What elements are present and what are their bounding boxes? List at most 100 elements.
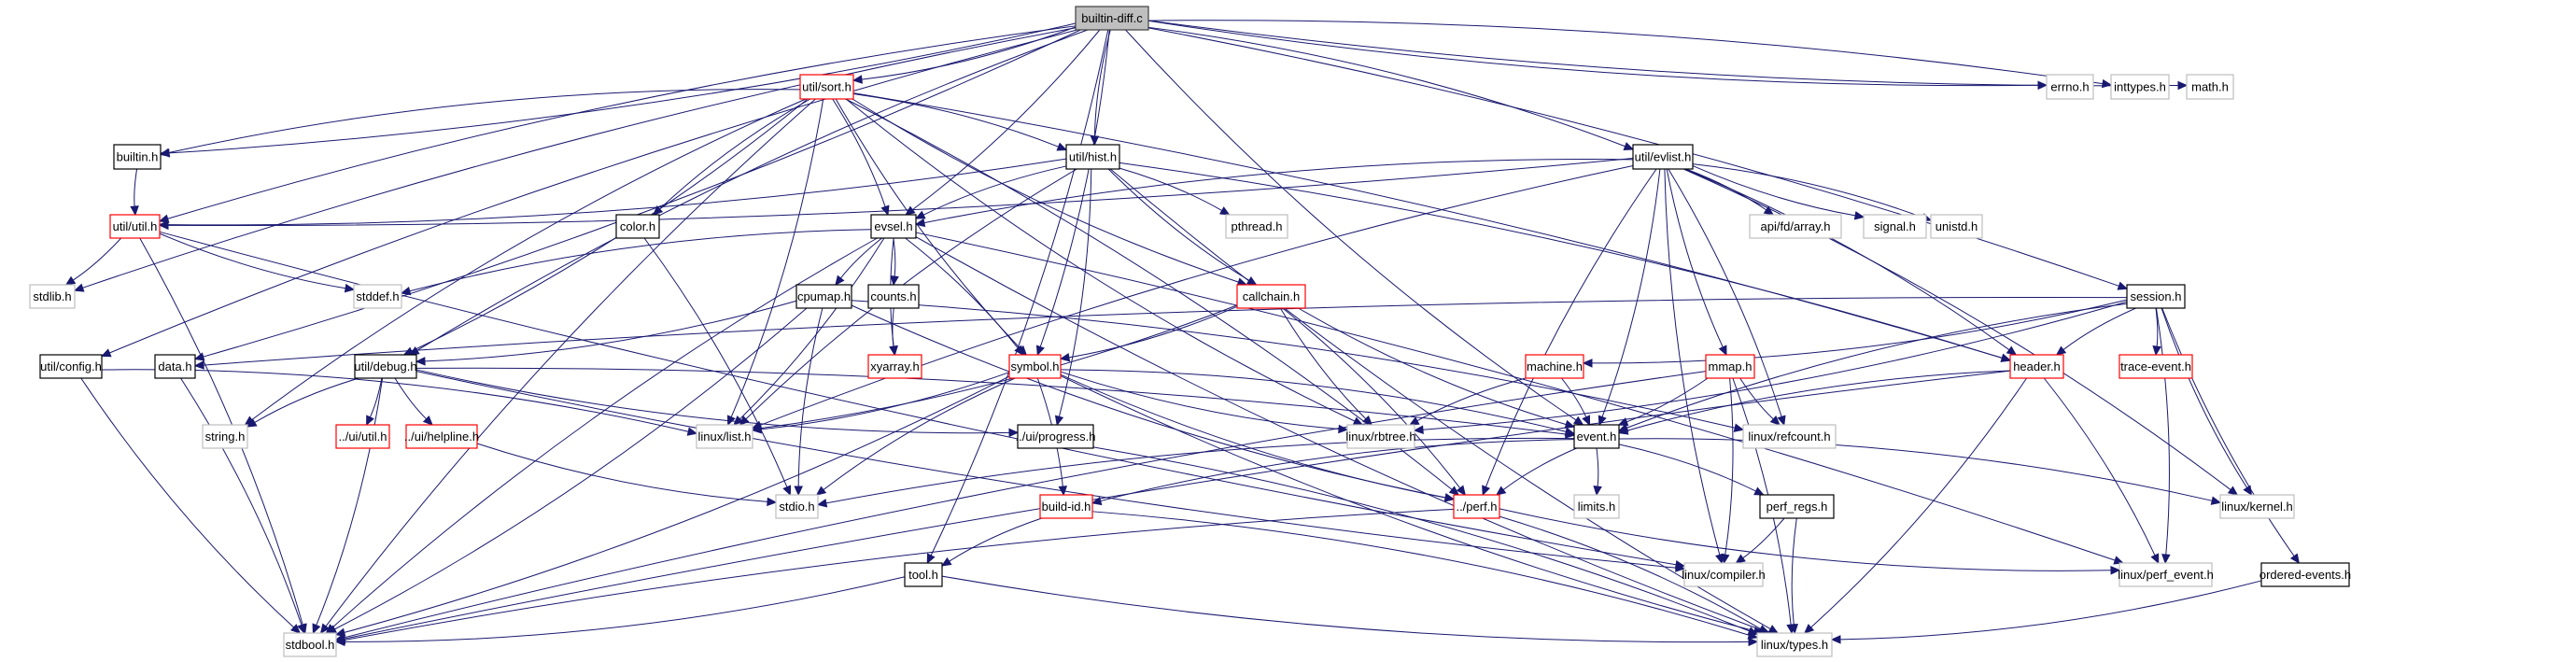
edge-ordered-events-h-to-linux-types-h xyxy=(1830,580,2262,644)
edge-line xyxy=(1666,168,1724,348)
arrowhead-icon xyxy=(400,287,412,296)
edge-evsel-h-to-symbol-h xyxy=(905,237,1024,356)
edge-evsel-h-to-stddef-h xyxy=(400,229,872,296)
node-box xyxy=(1683,562,1764,587)
node-callchain-h[interactable]: callchain.h xyxy=(1236,284,1306,309)
arrowhead-icon xyxy=(2210,496,2222,505)
node-tool-h[interactable]: tool.h xyxy=(904,562,943,587)
edge-event-h-to-limits-h xyxy=(1593,447,1602,497)
edge-line xyxy=(1060,371,1340,430)
node-util-sort-h[interactable]: util/sort.h xyxy=(799,74,854,100)
node-util-evlist-h[interactable]: util/evlist.h xyxy=(1632,144,1694,170)
node-perf-regs-h[interactable]: perf_regs.h xyxy=(1759,494,1835,519)
edge-line xyxy=(832,98,886,207)
node-mmap-h[interactable]: mmap.h xyxy=(1705,354,1755,379)
edge-util-hist-h-to-ui-progress-h xyxy=(1054,168,1092,427)
arrowhead-icon xyxy=(422,415,433,426)
edge-util-evlist-h-to-signal-h xyxy=(1692,165,1865,220)
node-label: errno.h xyxy=(2050,80,2089,94)
edge-util-debug-h-to-ui-progress-h xyxy=(415,369,1020,438)
node-header-h[interactable]: header.h xyxy=(2009,354,2064,379)
node-box xyxy=(1065,144,1120,170)
edge-line xyxy=(1147,20,2104,85)
edge-event-h-to-perf-h xyxy=(1495,447,1577,496)
node-box xyxy=(867,284,920,309)
edge-util-evlist-h-to-evsel-h xyxy=(914,159,1634,228)
edge-builtin-diff-c-to-builtin-h xyxy=(159,22,1077,158)
edge-evsel-h-to-linux-perf-event-h xyxy=(915,232,2125,565)
node-util-hist-h[interactable]: util/hist.h xyxy=(1065,144,1120,170)
node-builtin-diff-c[interactable]: builtin-diff.c xyxy=(1075,6,1149,31)
edge-line xyxy=(1668,168,1782,417)
node-util-util-h[interactable]: util/util.h xyxy=(109,214,161,239)
edge-cpumap-h-to-linux-refcount-h xyxy=(851,300,1745,432)
node-label: unistd.h xyxy=(1936,219,1978,233)
arrowhead-icon xyxy=(334,637,345,647)
node-trace-event-h[interactable]: trace-event.h xyxy=(2119,354,2193,379)
edge-event-h-to-stdio-h xyxy=(816,437,1575,508)
edge-line xyxy=(861,26,1077,80)
edge-util-debug-h-to-ui-util-h xyxy=(366,377,383,427)
node-evsel-h[interactable]: evsel.h xyxy=(870,214,917,239)
node-label: builtin.h xyxy=(117,150,159,164)
edge-line xyxy=(852,92,2003,359)
edge-util-evlist-h-to-linux-kernel-h xyxy=(1682,168,2239,496)
node-util-config-h[interactable]: util/config.h xyxy=(39,354,103,379)
node-builtin-h[interactable]: builtin.h xyxy=(113,144,162,170)
edge-perf-regs-h-to-linux-compiler-h xyxy=(1735,517,1785,564)
node-label: perf_regs.h xyxy=(1767,500,1828,514)
arrowhead-icon xyxy=(159,148,171,158)
node-counts-h[interactable]: counts.h xyxy=(867,284,920,309)
node-label: stddef.h xyxy=(356,289,399,303)
node-ui-helpline-h[interactable]: ../ui/helpline.h xyxy=(404,424,479,449)
edge-line xyxy=(1683,168,2010,351)
edge-event-h-to-linux-kernel-h xyxy=(1618,438,2222,505)
node-color-h[interactable]: color.h xyxy=(615,214,660,239)
edge-line xyxy=(1499,515,1761,629)
edge-header-h-to-stdbool-h xyxy=(334,370,2011,643)
edge-line xyxy=(1147,27,2119,287)
arrowhead-icon xyxy=(1572,416,1584,426)
edge-line xyxy=(159,231,1677,566)
node-ordered-events-h[interactable]: ordered-events.h xyxy=(2259,562,2351,587)
node-symbol-h[interactable]: symbol.h xyxy=(1008,354,1062,379)
node-label: callchain.h xyxy=(1243,289,1300,303)
edge-util-evlist-h-to-mmap-h xyxy=(1666,168,1727,357)
node-util-debug-h[interactable]: util/debug.h xyxy=(354,354,417,379)
node-linux-compiler-h: linux/compiler.h xyxy=(1682,562,1766,587)
arrowhead-icon xyxy=(926,553,936,565)
node-label: signal.h xyxy=(1874,219,1916,233)
edge-util-sort-h-to-evsel-h xyxy=(832,98,890,217)
edge-header-h-to-event-h xyxy=(1617,370,2011,435)
node-session-h[interactable]: session.h xyxy=(2126,284,2186,309)
edge-line xyxy=(922,165,1067,216)
arrowhead-icon xyxy=(940,556,952,567)
node-box xyxy=(1573,494,1620,519)
node-data-h[interactable]: data.h xyxy=(154,354,196,379)
node-build-id-h[interactable]: build-id.h xyxy=(1039,494,1093,519)
node-box xyxy=(335,424,390,449)
node-label: trace-event.h xyxy=(2120,359,2191,373)
edge-line xyxy=(411,98,809,352)
edge-evsel-h-to-counts-h xyxy=(890,237,899,287)
edge-build-id-h-to-tool-h xyxy=(940,517,1042,567)
edge-line xyxy=(159,232,346,289)
node-xyarray-h[interactable]: xyarray.h xyxy=(867,354,922,379)
node-inttypes-h: inttypes.h xyxy=(2110,74,2170,100)
edge-line xyxy=(1147,20,2179,87)
node-box xyxy=(799,74,854,100)
node-label: symbol.h xyxy=(1010,359,1059,373)
node-label: util/evlist.h xyxy=(1635,150,1692,164)
edge-callchain-h-to-linux-list-h xyxy=(751,304,1238,433)
edge-line xyxy=(1119,167,1222,211)
edge-line xyxy=(1092,446,1750,632)
node-event-h[interactable]: event.h xyxy=(1573,424,1620,449)
node-linux-perf-event-h: linux/perf_event.h xyxy=(2118,562,2214,587)
node-perf-h[interactable]: ../perf.h xyxy=(1453,494,1500,519)
node-machine-h[interactable]: machine.h xyxy=(1525,354,1584,379)
edge-line xyxy=(415,371,1677,569)
node-stdbool-h: stdbool.h xyxy=(283,632,337,657)
node-cpumap-h[interactable]: cpumap.h xyxy=(795,284,852,309)
node-ui-progress-h[interactable]: ../ui/progress.h xyxy=(1016,424,1096,449)
node-ui-util-h[interactable]: ../ui/util.h xyxy=(335,424,390,449)
